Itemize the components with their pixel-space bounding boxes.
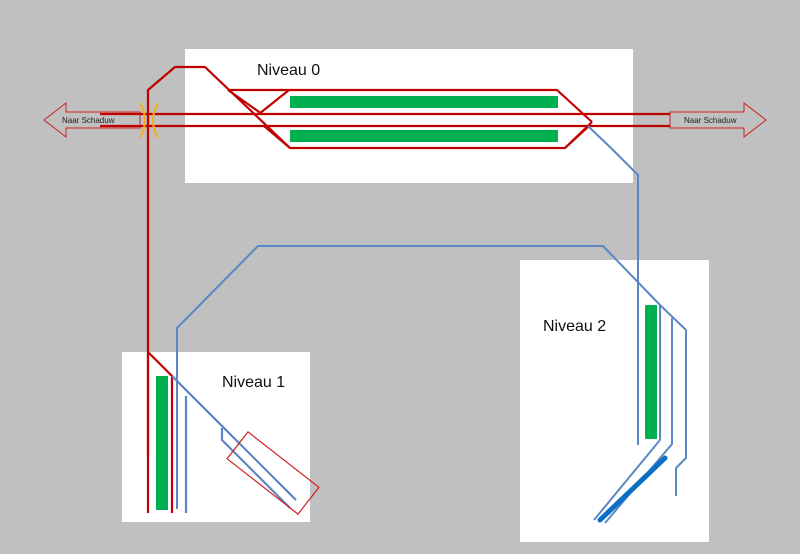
- niveau-0-platform-upper: [290, 96, 558, 108]
- shadow-arrow-right-icon: [669, 101, 767, 139]
- niveau-0-panel: [185, 49, 633, 183]
- niveau-0-red-tracks: [100, 65, 670, 455]
- niveau-0-label: Niveau 0: [257, 62, 320, 79]
- blue-connecting-tracks: [176, 125, 661, 509]
- niveau-0-platform-lower: [290, 130, 558, 142]
- tunnel-portal-icon: [139, 102, 159, 139]
- niveau-2-panel: [520, 260, 709, 542]
- shadow-right-label: Naar Schaduw: [684, 116, 737, 125]
- niveau-1-label: Niveau 1: [222, 374, 285, 391]
- niveau-1-platform: [156, 376, 168, 510]
- shadow-arrow-left-icon: [43, 101, 141, 139]
- niveau-1-panel: [122, 352, 310, 522]
- niveau-2-dark-platform: [597, 455, 668, 523]
- niveau-2-label: Niveau 2: [543, 318, 606, 335]
- niveau-2-platform: [645, 305, 657, 439]
- niveau-1-tracks: [146, 351, 297, 513]
- niveau-1-highlight-box: [226, 431, 320, 515]
- shadow-left-label: Naar Schaduw: [62, 116, 115, 125]
